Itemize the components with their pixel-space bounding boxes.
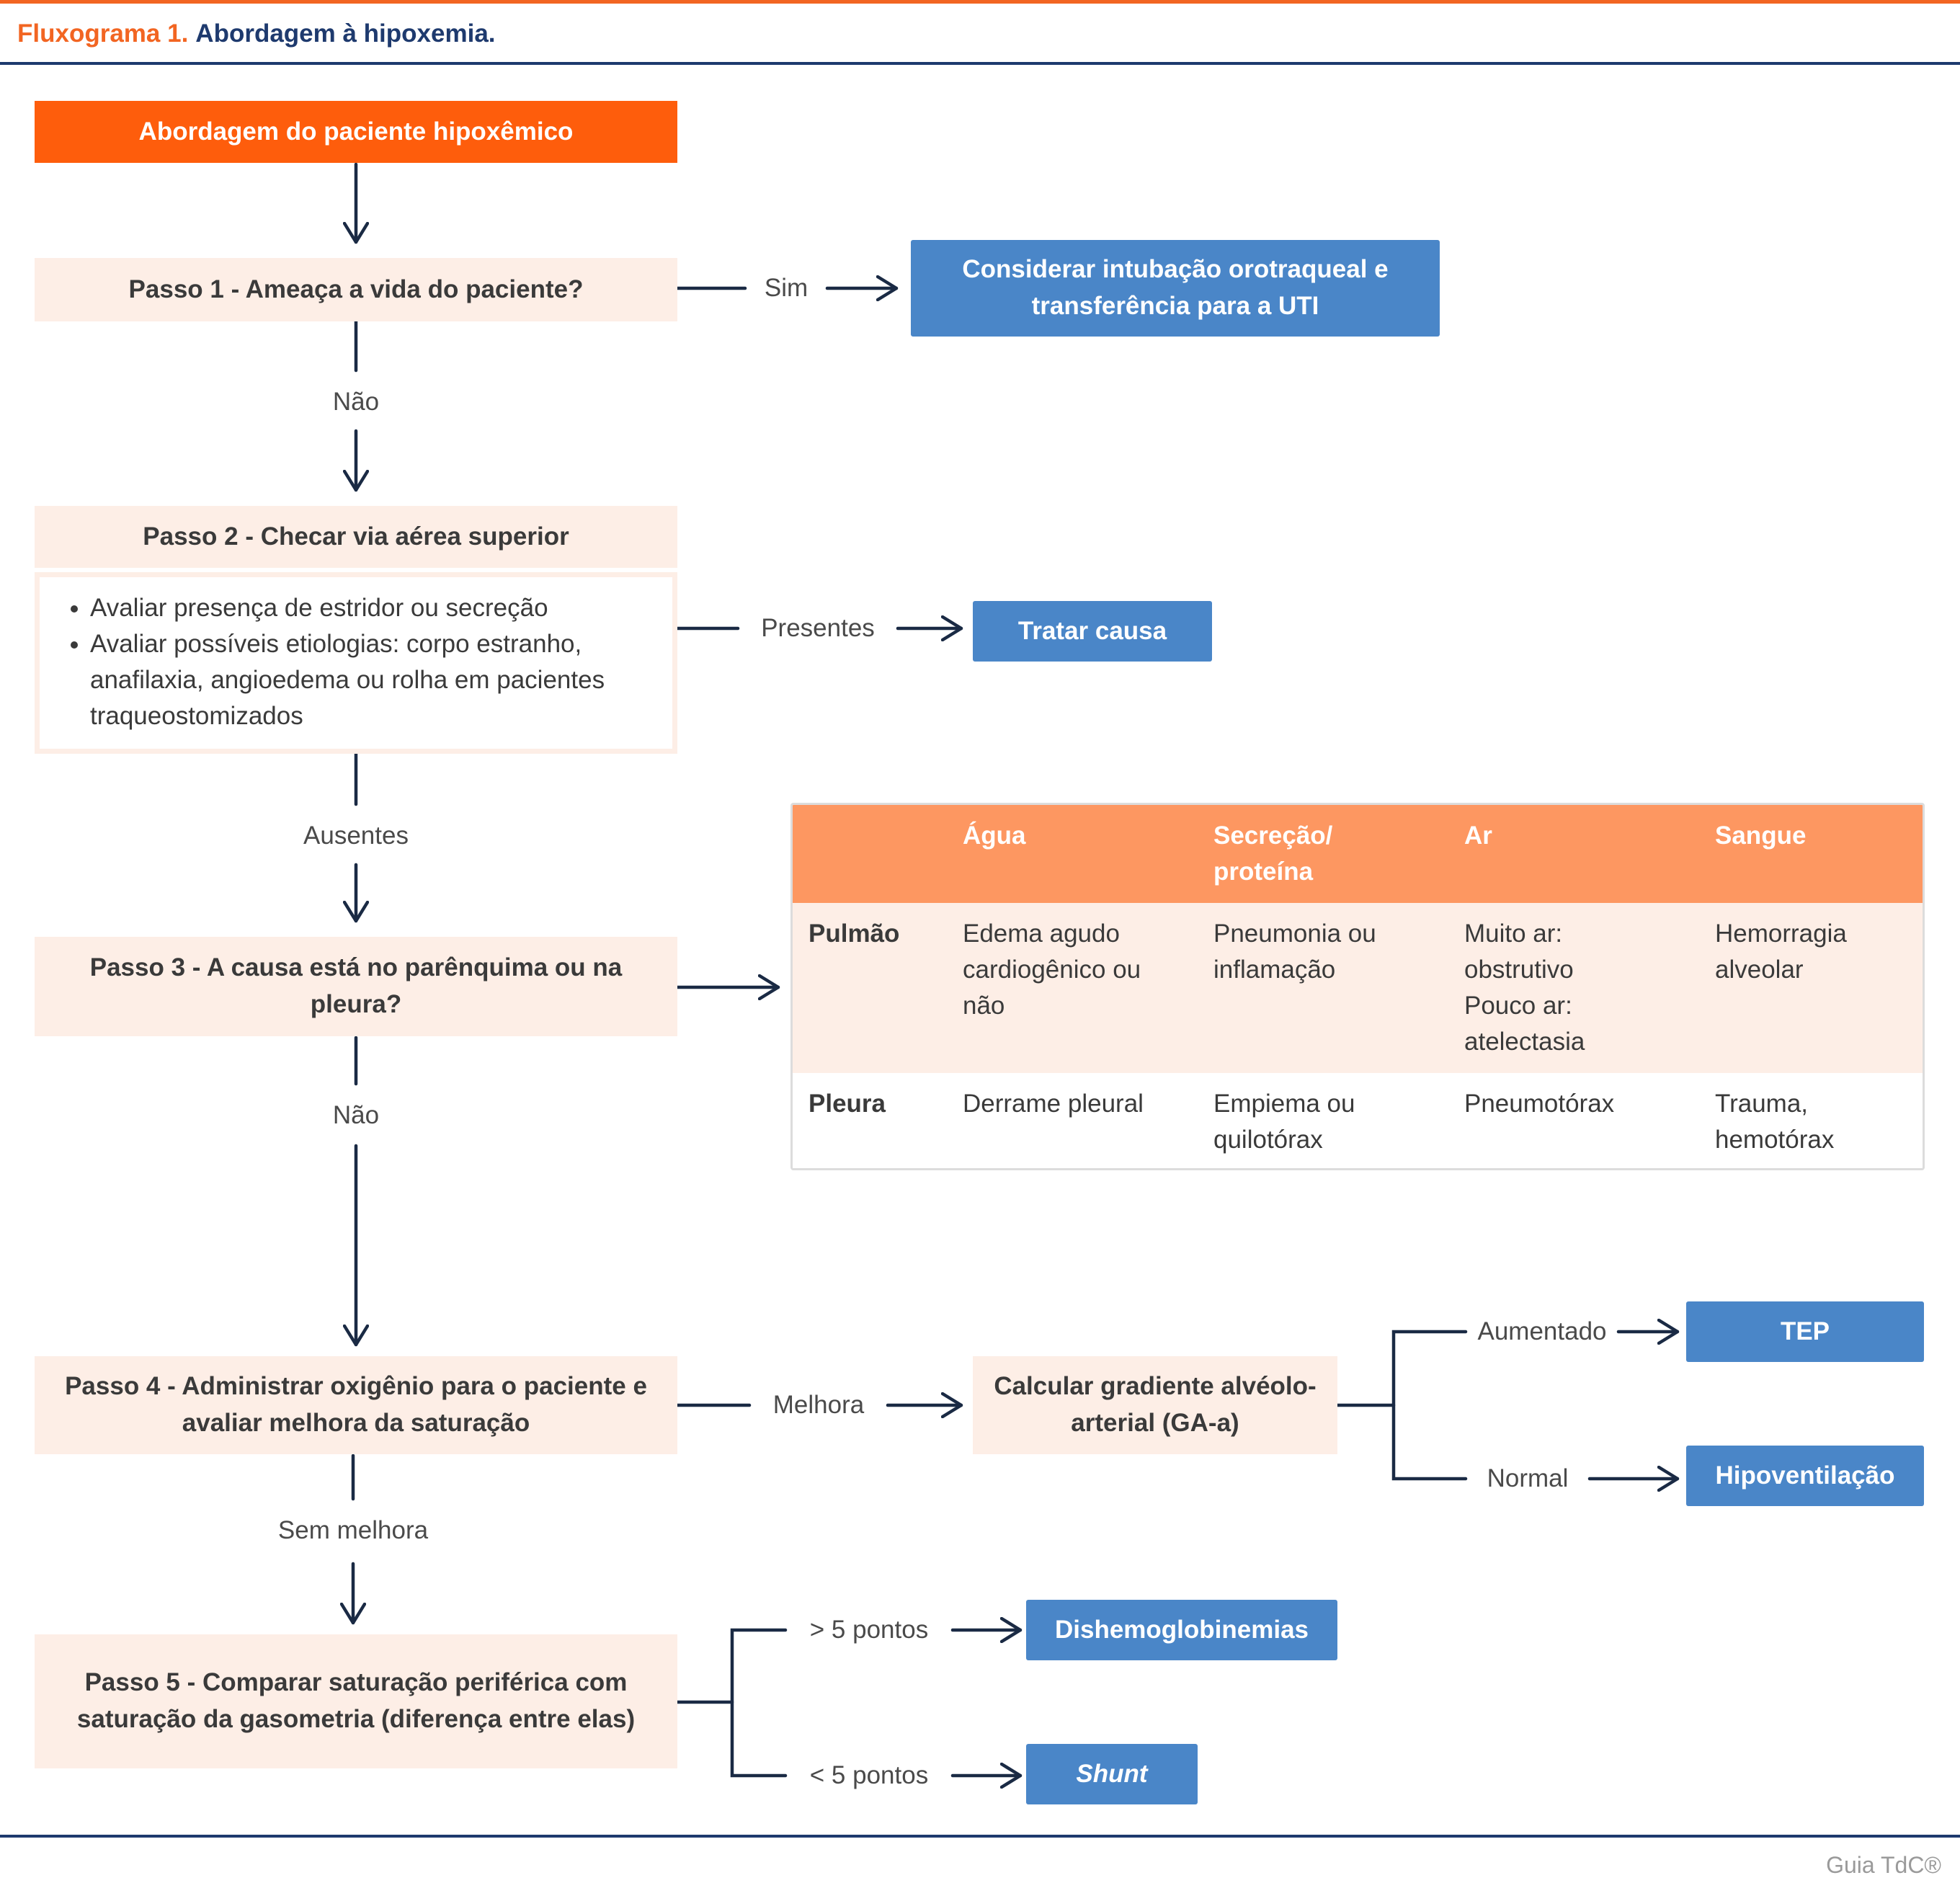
table-cell: Pneumotórax — [1464, 1090, 1615, 1118]
label-aumentado: Aumentado — [1477, 1317, 1607, 1345]
column-header: Ar — [1464, 822, 1492, 850]
row-header: Pulmão — [808, 920, 900, 948]
column-header: Sangue — [1715, 822, 1807, 850]
figure-title-main: Abordagem à hipoxemia. — [195, 19, 496, 48]
label-melhora: Melhora — [772, 1391, 865, 1419]
result-dishemoglobinemias: Dishemoglobinemias — [1026, 1600, 1337, 1660]
cause-table: Água Secreção/ proteína Ar Sangue Pulmão… — [790, 803, 1925, 1170]
step4-box: Passo 4 - Administrar oxigênio para o pa… — [35, 1356, 677, 1454]
step1-box: Passo 1 - Ameaça a vida do paciente? — [35, 258, 677, 321]
title-separator — [0, 62, 1960, 65]
table-cell: Trauma, hemotórax — [1715, 1090, 1835, 1154]
label-gt-5-pontos: > 5 pontos — [809, 1616, 929, 1644]
result-hipoventilacao: Hipoventilação — [1686, 1446, 1924, 1506]
table-cell: Hemorragia alveolar — [1715, 920, 1847, 984]
table-cell: Pneumonia ou inflamação — [1213, 920, 1376, 984]
bottom-separator — [0, 1835, 1960, 1838]
credit-text: Guia TdC® — [1826, 1852, 1941, 1878]
label-ausentes: Ausentes — [303, 822, 409, 850]
result-shunt: Shunt — [1026, 1744, 1198, 1804]
top-accent-line — [0, 0, 1960, 4]
label-presentes: Presentes — [761, 614, 875, 642]
table-cell: Edema agudo cardiogênico ou não — [963, 920, 1141, 1020]
table-row: Pleura Derrame pleural Empiema ou quilot… — [793, 1073, 1923, 1168]
label-step3-nao: Não — [332, 1101, 380, 1129]
row-header: Pleura — [808, 1090, 886, 1118]
gradient-box: Calcular gradiente alvéolo-arterial (GA-… — [973, 1356, 1337, 1454]
label-step1-nao: Não — [332, 388, 380, 416]
step5-box: Passo 5 - Comparar saturação periférica … — [35, 1634, 677, 1768]
step2-bullet-list: Avaliar presença de estridor ou secreção… — [61, 590, 654, 734]
table-cell: Derrame pleural — [963, 1090, 1144, 1118]
step2-bullet: Avaliar possíveis etiologias: corpo estr… — [90, 626, 654, 734]
result-tep: TEP — [1686, 1301, 1924, 1362]
label-normal: Normal — [1487, 1464, 1569, 1492]
table-header-row: Água Secreção/ proteína Ar Sangue — [793, 805, 1923, 903]
step2-details: Avaliar presença de estridor ou secreção… — [35, 572, 677, 754]
result-intubacao-uti: Considerar intubação orotraqueal e trans… — [911, 240, 1440, 337]
table-cell: Muito ar: obstrutivo Pouco ar: atelectas… — [1464, 920, 1585, 1056]
result-tratar-causa: Tratar causa — [973, 601, 1212, 662]
bracket-gradient — [1391, 1330, 1468, 1481]
figure-title: Fluxograma 1.Abordagem à hipoxemia. — [17, 16, 496, 52]
column-header: Água — [963, 822, 1026, 850]
label-lt-5-pontos: < 5 pontos — [809, 1761, 929, 1789]
column-header: Secreção/ proteína — [1213, 822, 1333, 886]
step2-bullet: Avaliar presença de estridor ou secreção — [90, 590, 654, 626]
label-sim: Sim — [764, 274, 808, 302]
figure-title-prefix: Fluxograma 1. — [17, 19, 189, 48]
table-row: Pulmão Edema agudo cardiogênico ou não P… — [793, 903, 1923, 1073]
start-box: Abordagem do paciente hipoxêmico — [35, 101, 677, 163]
bracket-step5 — [730, 1628, 788, 1778]
table-cell: Empiema ou quilotórax — [1213, 1090, 1355, 1154]
step3-box: Passo 3 - A causa está no parênquima ou … — [35, 937, 677, 1036]
label-sem-melhora: Sem melhora — [277, 1516, 429, 1544]
step2-box: Passo 2 - Checar via aérea superior — [35, 506, 677, 568]
